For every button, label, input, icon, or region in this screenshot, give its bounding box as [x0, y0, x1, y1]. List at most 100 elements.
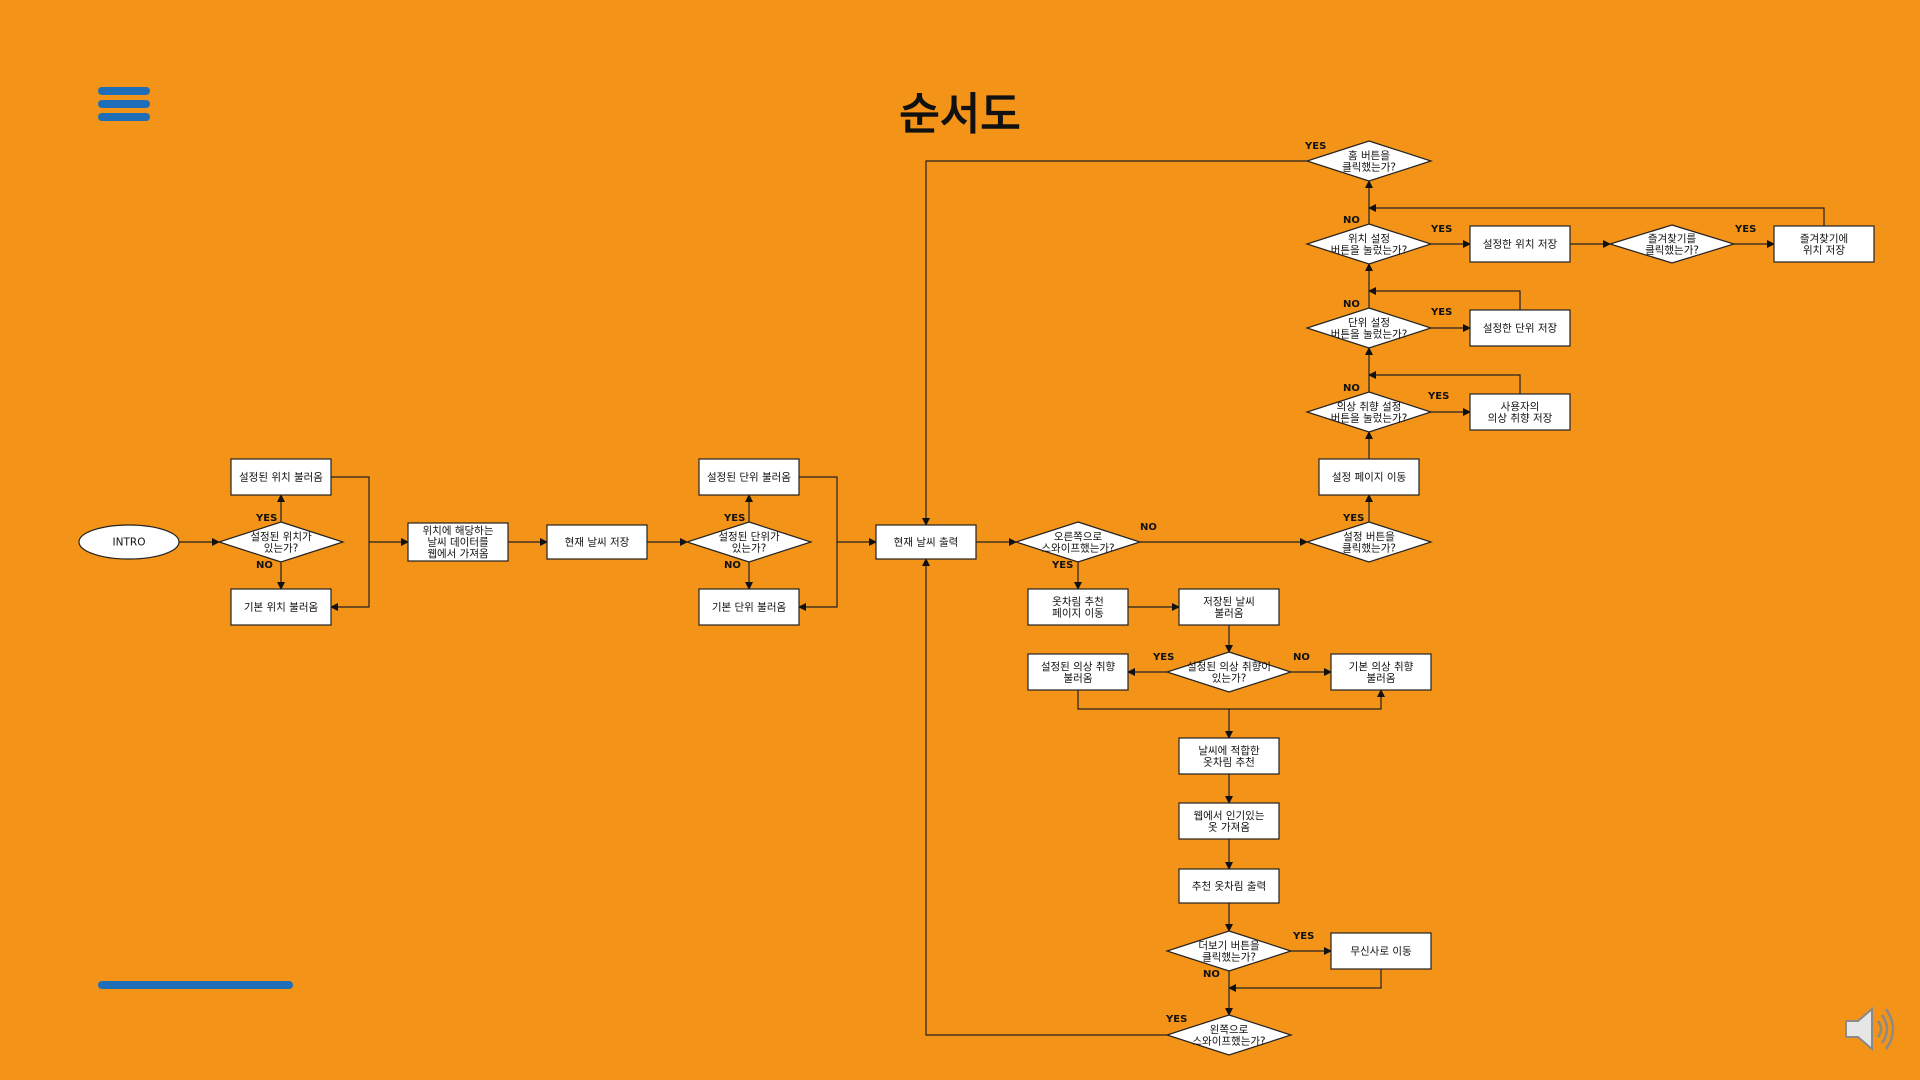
- flow-node-goto-musinsa: 무신사로 이동: [1330, 932, 1432, 970]
- flow-node-label: 설정 페이지 이동: [1332, 472, 1407, 484]
- flow-node-label: 설정 버튼을: [1343, 531, 1395, 543]
- flow-node-label: 버튼을 눌렀는가?: [1331, 243, 1408, 256]
- flow-node-label: 버튼을 눌렀는가?: [1331, 327, 1408, 340]
- flow-node-label: 현재 날씨 저장: [565, 537, 630, 549]
- flow-node-label: 스와이프했는가?: [1041, 542, 1114, 554]
- flow-connector: [1077, 689, 1385, 710]
- flow-connector: [1368, 371, 1521, 394]
- flow-node-label: 버튼을 눌렀는가?: [1331, 411, 1408, 424]
- flow-node-label: 사용자의: [1501, 401, 1540, 413]
- flow-node-label: 웹에서 가져옴: [427, 548, 489, 560]
- flow-node-label: 즐겨찾기에: [1800, 233, 1848, 245]
- edge-label-no: NO: [1203, 969, 1220, 980]
- edge-label-yes: YES: [1304, 141, 1326, 152]
- flow-node-intro: INTRO: [78, 524, 180, 560]
- flow-node-label: 기본 단위 불러옴: [712, 601, 787, 614]
- edge-label-yes: YES: [1430, 224, 1452, 235]
- flow-node-label: 날씨에 적합한: [1198, 745, 1260, 757]
- flow-node-save-unit: 설정한 단위 저장: [1469, 309, 1571, 347]
- flow-node-label: 있는가?: [732, 542, 767, 554]
- edge-label-yes: YES: [1734, 224, 1756, 235]
- hamburger-menu-icon[interactable]: [98, 87, 150, 129]
- flow-node-show-outfit: 추천 옷차림 출력: [1178, 868, 1280, 904]
- flow-node-label: 설정된 단위 불러옴: [707, 471, 791, 484]
- flow-node-show-weather: 현재 날씨 출력: [875, 524, 977, 560]
- accent-bar: [98, 981, 293, 989]
- flow-node-label: 옷차림 추천: [1203, 756, 1255, 768]
- flow-node-label: 클릭했는가?: [1342, 542, 1396, 554]
- flow-connector: [1368, 287, 1521, 310]
- flow-node-label: 위치에 해당하는: [423, 524, 494, 537]
- flow-node-label: 설정한 단위 저장: [1483, 322, 1558, 335]
- flow-node-label: 홈 버튼을: [1348, 149, 1390, 162]
- flow-node-label: 기본 위치 불러옴: [244, 601, 319, 614]
- flow-node-label: 위치 설정: [1348, 232, 1390, 245]
- flow-node-label: 설정한 위치 저장: [1483, 238, 1558, 251]
- flow-node-label: 있는가?: [1212, 672, 1247, 684]
- flow-node-label: 클릭했는가?: [1202, 951, 1256, 963]
- flow-node-load-unit: 설정된 단위 불러옴: [698, 458, 800, 496]
- flow-node-label: 있는가?: [264, 542, 299, 554]
- edge-label-yes: YES: [1292, 931, 1314, 942]
- edge-label-no: NO: [1293, 652, 1310, 663]
- page-title: 순서도: [899, 89, 1021, 140]
- flow-node-label: INTRO: [113, 537, 146, 549]
- flow-node-def-unit: 기본 단위 불러옴: [698, 588, 800, 626]
- speaker-icon[interactable]: [1840, 1003, 1898, 1055]
- flow-node-label: 의상 취향 설정: [1337, 401, 1402, 413]
- flow-connector: [1228, 969, 1382, 992]
- flow-node-def-loc: 기본 위치 불러옴: [230, 588, 332, 626]
- flow-node-label: 설정된 의상 취향이: [1187, 661, 1271, 673]
- flow-node-label: 추천 옷차림 출력: [1192, 881, 1266, 893]
- flow-node-label: 불러옴: [1215, 607, 1244, 619]
- flow-node-label: 저장된 날씨: [1203, 596, 1255, 608]
- flow-node-label: 불러옴: [1064, 672, 1093, 684]
- flow-connector: [922, 160, 1307, 526]
- flow-node-label: 위치 저장: [1803, 243, 1845, 256]
- flow-node-label: 의상 취향 저장: [1488, 412, 1553, 424]
- edge-label-yes: YES: [1051, 560, 1073, 571]
- flow-node-label: 왼쪽으로: [1210, 1024, 1249, 1036]
- edge-label-no: NO: [1343, 383, 1360, 394]
- flow-connector: [1368, 204, 1825, 226]
- flow-node-label: 스와이프했는가?: [1192, 1035, 1265, 1047]
- flow-node-save-loc: 설정한 위치 저장: [1469, 225, 1571, 263]
- flow-node-label: 더보기 버튼을: [1198, 940, 1260, 952]
- flow-node-label: 설정된 단위가: [718, 530, 780, 543]
- flow-node-label: 오른쪽으로: [1054, 531, 1103, 543]
- edge-label-yes: YES: [1152, 652, 1174, 663]
- flow-node-label: 페이지 이동: [1052, 607, 1104, 619]
- edge-label-yes: YES: [1430, 307, 1452, 318]
- flow-connector: [922, 558, 1167, 1036]
- flow-node-label: 설정된 의상 취향: [1041, 661, 1116, 673]
- flow-node-load-loc: 설정된 위치 불러옴: [230, 458, 332, 496]
- flow-node-label: 기본 의상 취향: [1349, 661, 1414, 673]
- edge-label-yes: YES: [723, 513, 745, 524]
- flow-node-label: 설정된 위치가: [250, 530, 312, 543]
- flow-node-label: 옷 가져옴: [1208, 821, 1250, 833]
- edge-label-no: NO: [1140, 522, 1157, 533]
- edge-label-yes: YES: [1342, 513, 1364, 524]
- flow-node-label: 즐겨찾기를: [1648, 233, 1697, 245]
